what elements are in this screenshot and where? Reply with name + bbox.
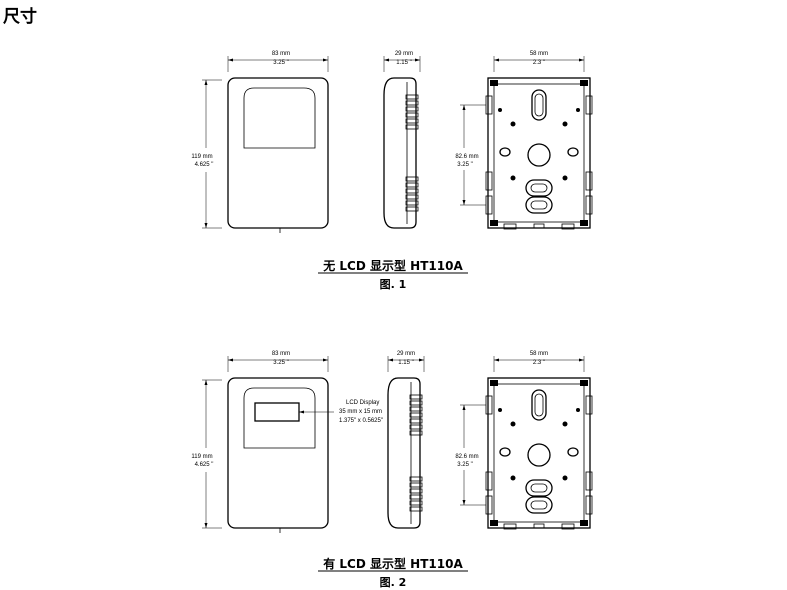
lower-slot-2: [525, 196, 553, 214]
front-width-mm: 83 mm: [272, 351, 290, 357]
page-heading: 尺寸: [3, 7, 37, 27]
front-view-lcd: LCD Display 35 mm x 15 mm 1.375" x 0.562…: [191, 351, 383, 533]
lcd-size-in: 1.375" x 0.5625": [339, 418, 383, 424]
side-view-lcd: 29 mm 1.15 ": [387, 351, 425, 529]
top-slot: [531, 89, 547, 121]
figure-1-label: 图. 1: [380, 278, 407, 291]
figure-2-label: 图. 2: [380, 576, 407, 589]
figure-1: 83 mm 3.25 " 119 mm 4.625 ": [191, 51, 593, 291]
front-height-in: 4.625 ": [195, 162, 214, 168]
sensor-window: [243, 87, 316, 149]
back-height-in: 3.25 ": [457, 162, 472, 168]
front-width-in: 3.25 ": [273, 360, 288, 366]
lcd-size-mm: 35 mm x 15 mm: [339, 409, 382, 415]
figure-2-caption: 有 LCD 显示型 HT110A: [323, 556, 463, 571]
lcd-window: [254, 402, 300, 422]
back-height-mm: 82.6 mm: [455, 454, 478, 460]
back-width-in: 2.3 ": [533, 360, 545, 366]
front-width-mm: 83 mm: [272, 51, 290, 57]
side-depth-in: 1.15 ": [396, 60, 411, 66]
side-depth-mm: 29 mm: [395, 51, 413, 57]
back-width-mm: 58 mm: [530, 51, 548, 57]
side-view: 29 mm 1.15 ": [383, 51, 421, 229]
back-height-in: 3.25 ": [457, 462, 472, 468]
lcd-title: LCD Display: [346, 400, 379, 406]
back-width-mm: 58 mm: [530, 351, 548, 357]
side-depth-in: 1.15 ": [398, 360, 413, 366]
front-height-mm: 119 mm: [191, 454, 212, 460]
back-width-in: 2.3 ": [533, 60, 545, 66]
side-vents-top: [405, 94, 419, 130]
back-height-mm: 82.6 mm: [455, 154, 478, 160]
front-height-mm: 119 mm: [191, 154, 212, 160]
back-view: 58 mm 2.3 " 82.6 mm 3.25 ": [455, 51, 593, 230]
figure-2: LCD Display 35 mm x 15 mm 1.375" x 0.562…: [191, 351, 593, 589]
figure-1-caption: 无 LCD 显示型 HT110A: [322, 258, 463, 273]
side-vents-bottom: [409, 476, 423, 512]
back-corner-tabs: [490, 80, 588, 226]
side-depth-mm: 29 mm: [397, 351, 415, 357]
center-hole: [527, 143, 551, 167]
side-vents-bottom: [405, 176, 419, 212]
back-view-lcd: 58 mm 2.3 " 82.6 mm 3.25 ": [455, 351, 593, 530]
front-view: 83 mm 3.25 " 119 mm 4.625 ": [191, 51, 329, 233]
side-vents-top: [409, 394, 423, 436]
lower-slot-1: [525, 179, 553, 197]
front-width-in: 3.25 ": [273, 60, 288, 66]
front-height-in: 4.625 ": [195, 462, 214, 468]
